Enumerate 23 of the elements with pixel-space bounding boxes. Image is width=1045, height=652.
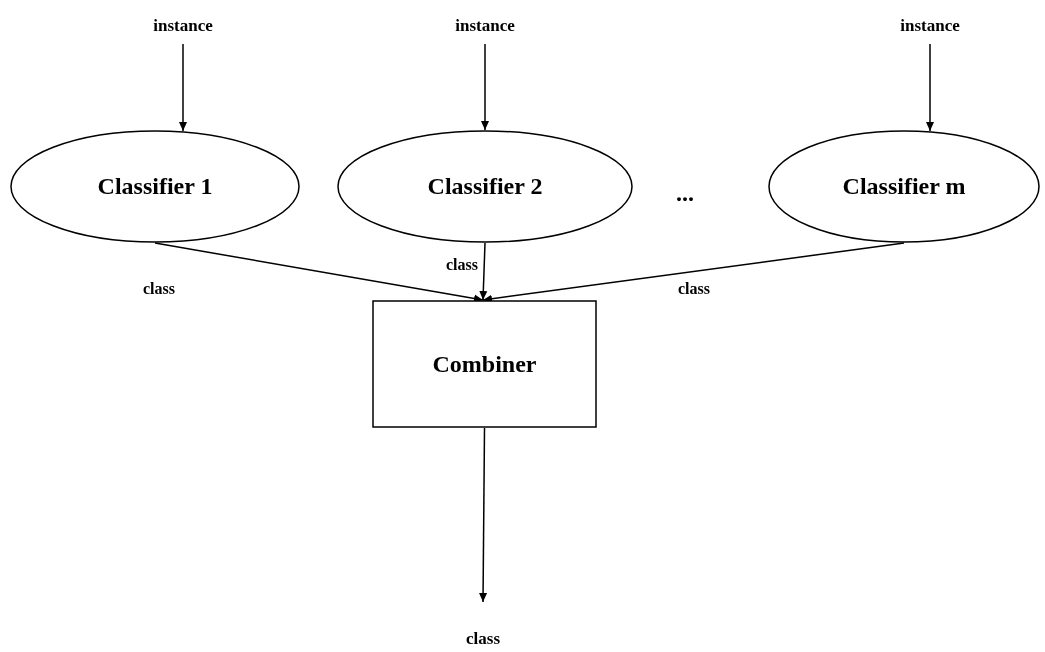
node-label: Classifier 2 [427, 173, 543, 200]
arrow [481, 43, 489, 131]
arrow [479, 427, 488, 603]
arrow [479, 242, 488, 301]
classifier-ellipse [768, 130, 1040, 243]
flow-label: instance [455, 16, 515, 36]
arrow [482, 242, 905, 303]
process-box [372, 300, 597, 428]
edge-label: class [143, 280, 175, 298]
node-label: Classifier 1 [97, 173, 213, 200]
flow-label: instance [153, 16, 213, 36]
classifier-ellipse [337, 130, 633, 243]
flow-label: class [466, 629, 500, 649]
node-label: Combiner [432, 350, 537, 378]
arrow [179, 43, 187, 132]
arrow [926, 43, 934, 132]
node-label: Classifier m [842, 173, 966, 200]
arrow [154, 242, 484, 303]
ellipsis-label: ... [676, 180, 694, 207]
edge-label: class [446, 256, 478, 274]
flow-label: instance [900, 16, 960, 36]
edge-label: class [678, 280, 710, 298]
classifier-ellipse [10, 130, 300, 243]
